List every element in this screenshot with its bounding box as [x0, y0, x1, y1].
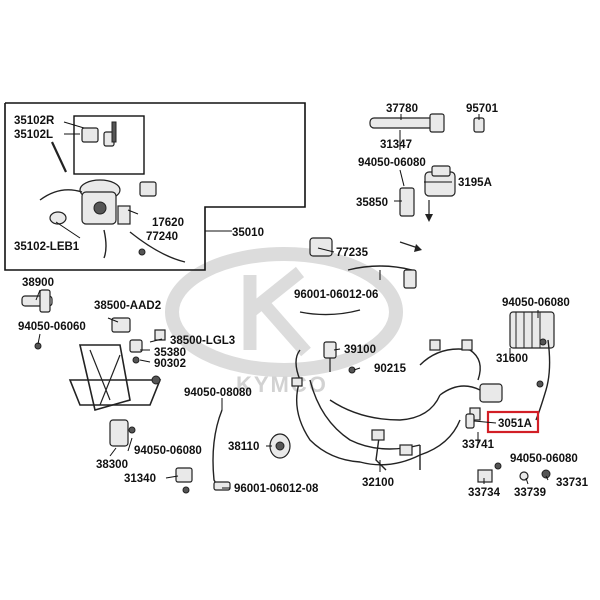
label-33741: 33741 [462, 439, 495, 451]
label-31600: 31600 [496, 353, 528, 365]
label-94050-06060: 94050-06060 [18, 321, 86, 333]
ignition-assembly-box [4, 102, 306, 271]
label-96001-06012-08: 96001-06012-08 [234, 483, 319, 495]
label-38110: 38110 [228, 441, 259, 453]
center-parts [212, 341, 356, 491]
label-37780: 37780 [386, 103, 418, 115]
part-labels: 35102R 35102L 35102-LEB1 17620 77240 350… [14, 103, 589, 499]
label-90215: 90215 [374, 363, 407, 375]
ignition-switch-parts [39, 121, 186, 263]
label-17620: 17620 [152, 217, 184, 229]
label-95701: 95701 [466, 103, 499, 115]
label-33739: 33739 [514, 487, 546, 499]
label-3195A: 3195A [458, 177, 492, 189]
label-32100: 32100 [362, 477, 394, 489]
label-38900: 38900 [22, 277, 54, 289]
lock-subassembly-box [73, 115, 145, 175]
left-side-parts [21, 289, 193, 494]
label-94050-08080: 94050-08080 [184, 387, 252, 399]
regulator-parts [477, 311, 555, 483]
leader-lines [35, 114, 549, 489]
label-94050-06080-top: 94050-06080 [358, 157, 426, 169]
label-94050-06080-right: 94050-06080 [502, 297, 570, 309]
label-33731: 33731 [556, 477, 589, 489]
label-96001-06012-06: 96001-06012-06 [294, 289, 378, 301]
label-31347: 31347 [380, 139, 412, 151]
label-77235: 77235 [336, 247, 369, 259]
label-77240: 77240 [146, 231, 178, 243]
label-35102-LEB1: 35102-LEB1 [14, 241, 80, 253]
main-wire-harness [291, 339, 503, 471]
label-94050-06080-bottom: 94050-06080 [510, 453, 578, 465]
label-90302: 90302 [154, 358, 186, 370]
label-31340: 31340 [124, 473, 156, 485]
label-39100: 39100 [344, 344, 376, 356]
kymco-logo-watermark: KYMCO [165, 247, 403, 397]
label-3051A: 3051A [498, 418, 532, 430]
label-35010: 35010 [232, 227, 264, 239]
label-35850: 35850 [356, 197, 388, 209]
label-35102L: 35102L [14, 129, 53, 141]
top-right-parts [299, 113, 485, 316]
label-35102R: 35102R [14, 115, 55, 127]
label-35380: 35380 [154, 347, 186, 359]
label-38500-LGL3: 38500-LGL3 [170, 335, 235, 347]
label-38500-AAD2: 38500-AAD2 [94, 300, 161, 312]
label-38300: 38300 [96, 459, 128, 471]
label-33734: 33734 [468, 487, 501, 499]
label-94050-06080-left: 94050-06080 [134, 445, 202, 457]
